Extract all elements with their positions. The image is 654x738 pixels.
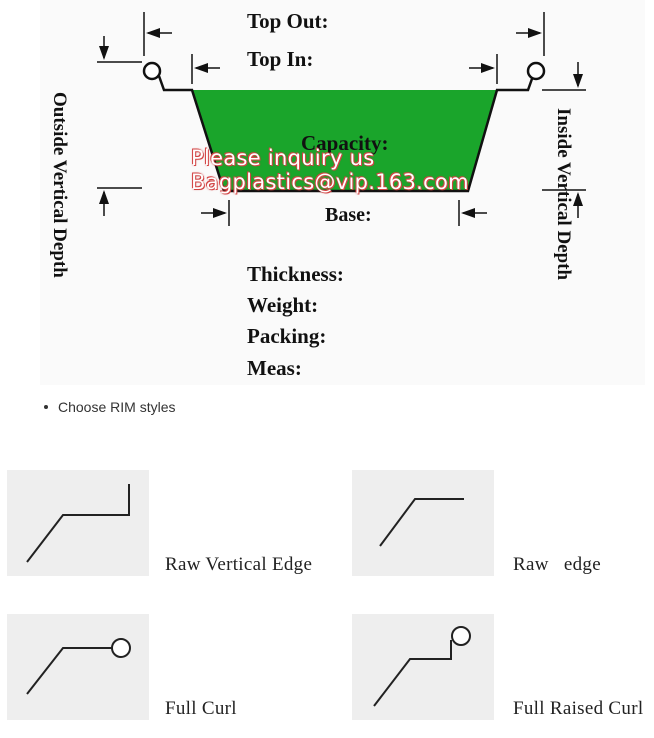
raw-vertical-edge-label: Raw Vertical Edge — [165, 554, 313, 575]
thickness-label: Thickness: — [247, 262, 344, 286]
raw-edge-label: Raw edge — [513, 554, 601, 575]
capacity-label: Capacity: — [301, 131, 389, 155]
weight-label: Weight: — [247, 293, 319, 317]
rim-styles-text: Choose RIM styles — [58, 399, 176, 415]
diagram-panel — [40, 0, 645, 385]
outside-vertical-depth-label: Outside Vertical Depth — [49, 92, 70, 278]
base-label: Base: — [325, 204, 372, 226]
inside-vertical-depth-label: Inside Vertical Depth — [553, 108, 574, 281]
full-raised-curl-label: Full Raised Curl — [513, 698, 644, 719]
full-curl-box — [7, 614, 149, 720]
raw-vertical-edge-box — [7, 470, 149, 576]
raw-edge-icon — [379, 498, 464, 547]
full-curl-label: Full Curl — [165, 698, 237, 719]
watermark-line-2: Bagplastics@vip.163.com — [191, 170, 469, 194]
raw-vertical-edge-icon — [26, 484, 130, 563]
tray-dimension-diagram — [97, 12, 586, 226]
full-curl-icon — [26, 638, 131, 695]
tray-outline — [157, 75, 535, 193]
bullet-dot — [44, 405, 48, 410]
raw-edge-box — [352, 470, 494, 576]
packing-label: Packing: — [247, 324, 327, 348]
full-raised-curl-box — [352, 614, 494, 720]
left-rim-curl — [142, 61, 162, 81]
full-raised-curl-icon — [373, 626, 471, 707]
watermark-line-1: Please inquiry us — [191, 146, 375, 170]
right-rim-curl — [526, 61, 546, 81]
rim-styles-bullet: Choose RIM styles — [44, 399, 175, 415]
top-out-label: Top Out: — [247, 9, 329, 33]
top-in-label: Top In: — [247, 47, 314, 71]
tray-fill — [192, 90, 497, 191]
meas-label: Meas: — [247, 356, 302, 380]
